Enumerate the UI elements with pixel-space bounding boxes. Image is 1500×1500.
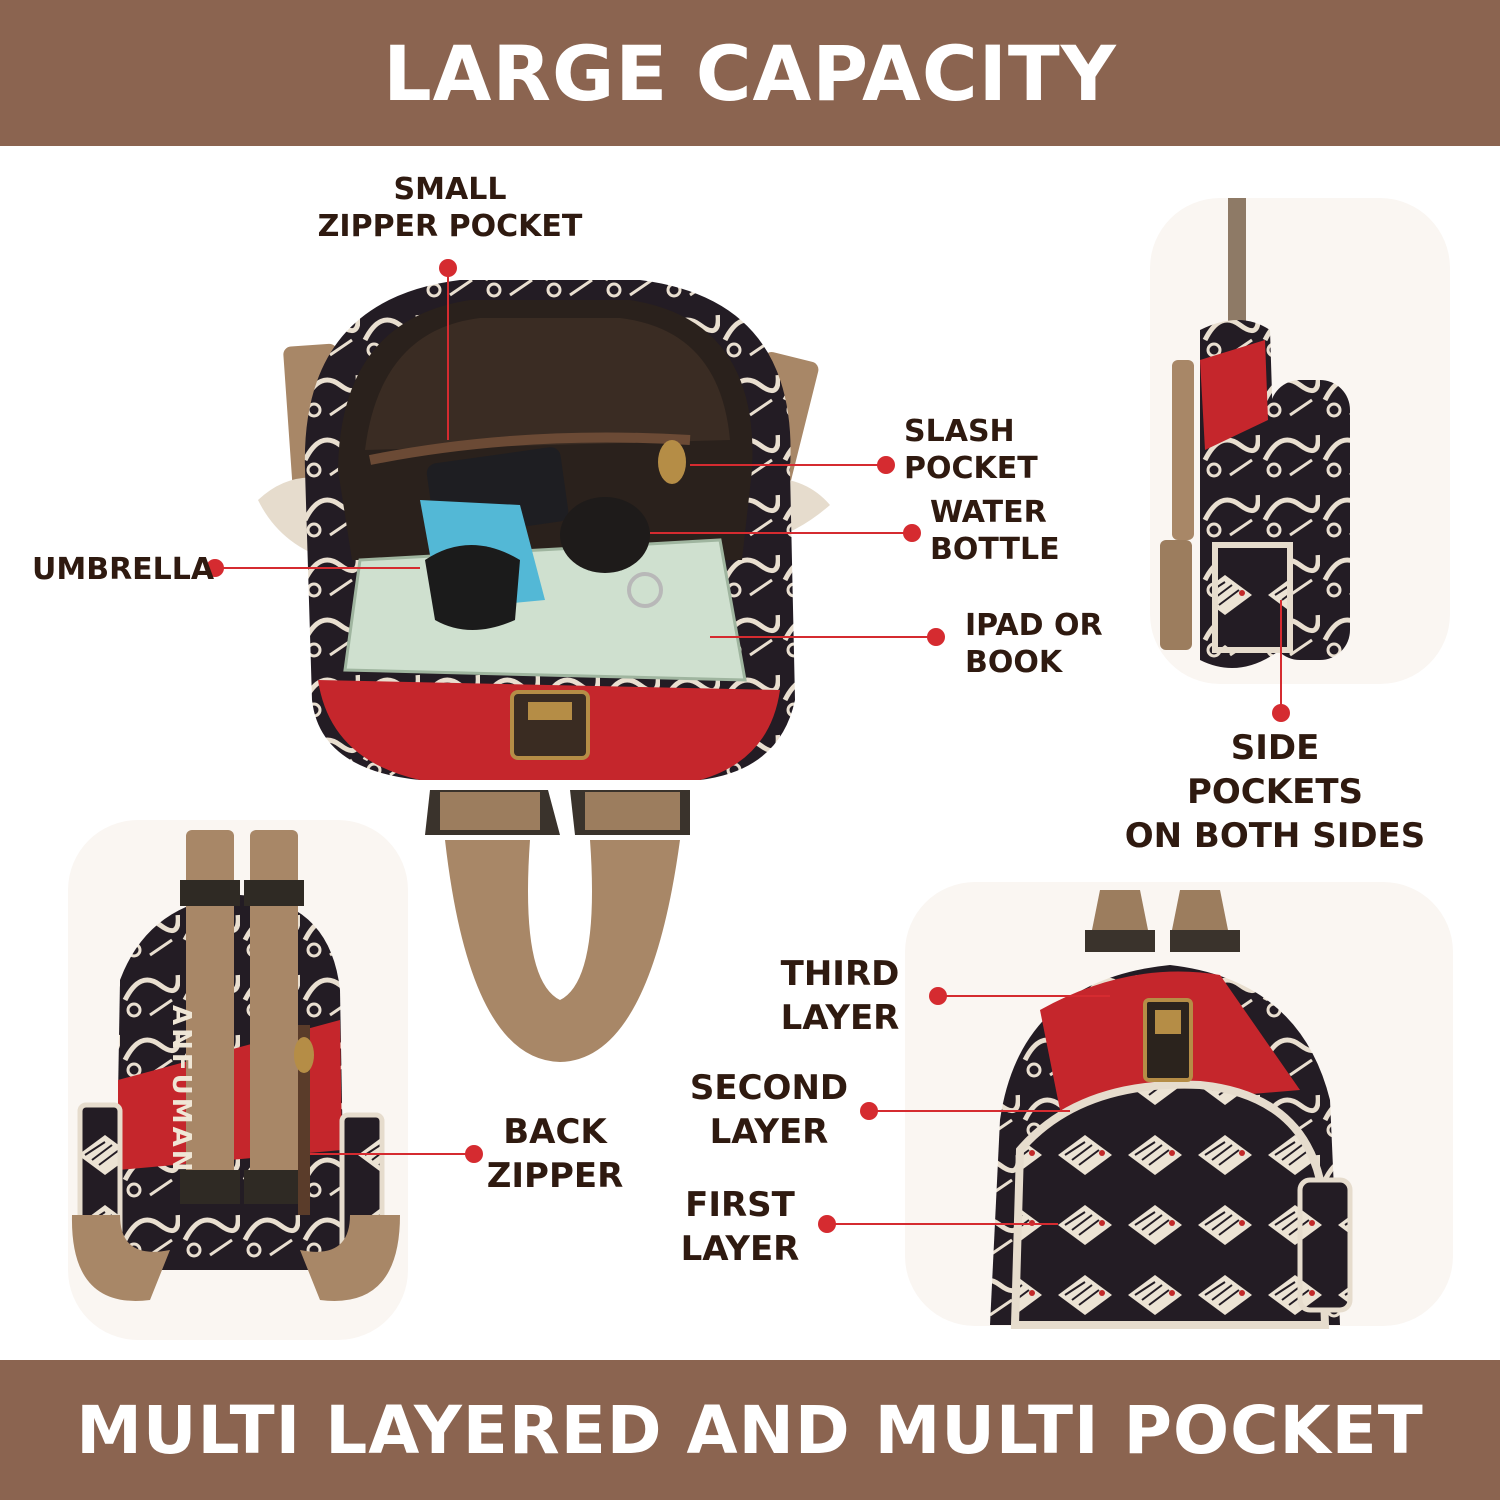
open-backpack-illustration	[258, 280, 830, 1062]
label-first-layer: FIRST LAYER	[680, 1185, 800, 1270]
label-second-layer: SECOND LAYER	[689, 1068, 849, 1153]
label-third-layer: THIRD LAYER	[780, 954, 900, 1039]
footer-title: MULTI LAYERED AND MULTI POCKET	[76, 1391, 1424, 1469]
side-view-illustration	[1160, 198, 1350, 668]
back-view-illustration	[71, 830, 400, 1301]
label-umbrella: UMBRELLA	[32, 552, 215, 587]
front-view-illustration	[990, 890, 1353, 1329]
label-side-pockets: SIDE POCKETS ON BOTH SIDES	[1124, 728, 1426, 857]
label-ipad-or-book: IPAD OR BOOK	[965, 608, 1103, 680]
label-small-zipper-pocket: SMALL ZIPPER POCKET	[317, 172, 583, 244]
strap-brand-text: ANFUMAN	[166, 1005, 196, 1175]
label-slash-pocket: SLASH POCKET	[904, 414, 1038, 486]
label-back-zipper: BACK ZIPPER	[486, 1112, 624, 1197]
label-water-bottle: WATER BOTTLE	[930, 495, 1060, 567]
footer-banner: MULTI LAYERED AND MULTI POCKET	[0, 1360, 1500, 1500]
header-banner: LARGE CAPACITY	[0, 0, 1500, 146]
header-title: LARGE CAPACITY	[383, 28, 1117, 118]
callout-lines	[206, 259, 1290, 1233]
